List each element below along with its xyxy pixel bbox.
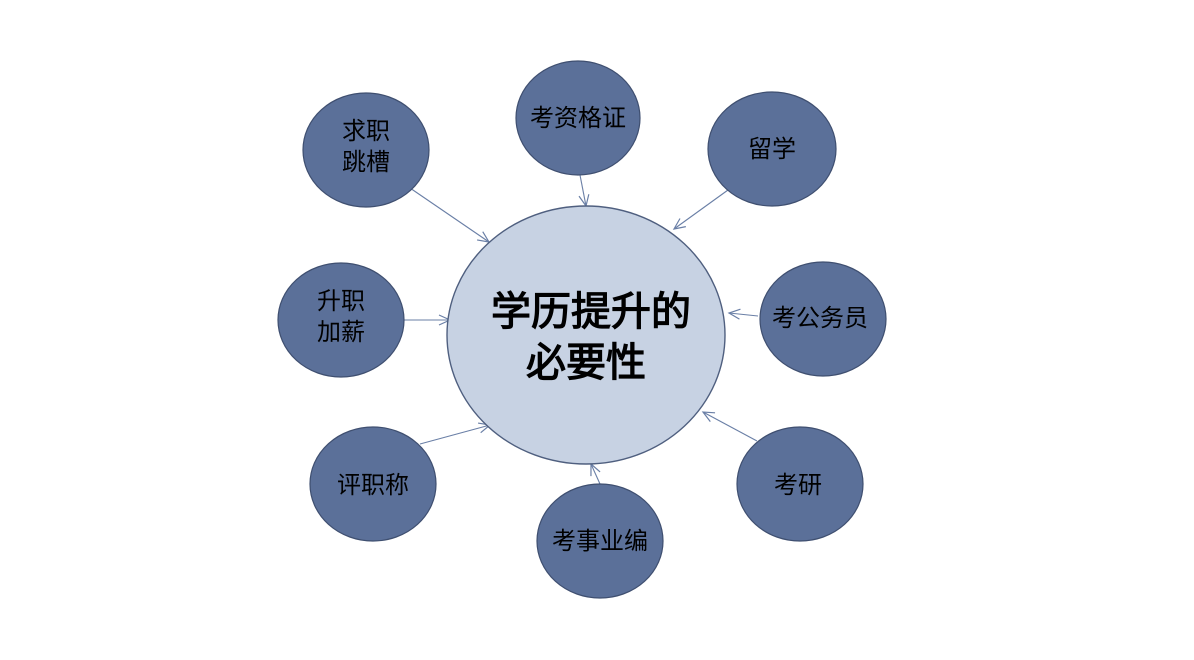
center-title-line-2: 必要性	[526, 340, 646, 386]
node-circle	[309, 426, 437, 542]
node-circle	[736, 426, 864, 542]
node-kao-shiyebian: 考事业编	[536, 483, 664, 599]
center-circle	[446, 205, 726, 465]
node-label-line-1: 考资格证	[530, 104, 626, 132]
arrow-liuxue	[672, 189, 729, 230]
node-label-line-2: 加薪	[317, 318, 365, 346]
node-shengzhi-jiaxin: 升职 加薪	[277, 262, 405, 378]
arrow-kaoyan	[701, 411, 758, 442]
node-ping-zhicheng: 评职称	[309, 426, 437, 542]
arrows	[403, 174, 759, 485]
arrow-kao-shiyebian	[590, 462, 601, 485]
node-label-line-1: 升职	[317, 287, 365, 315]
center-title-line-1: 学历提升的	[491, 289, 691, 335]
arrow-kao-gongwuyuan	[727, 308, 759, 320]
center-node: 学历提升的 必要性	[446, 205, 726, 465]
node-kao-gongwuyuan: 考公务员	[759, 261, 887, 377]
node-circle	[302, 92, 430, 208]
arrow-qiuzhi-tiaocao	[409, 187, 491, 243]
node-kao-zige-zheng: 考资格证	[515, 60, 641, 176]
node-circle	[536, 483, 664, 599]
arrow-kao-zige-zheng	[578, 174, 590, 208]
node-circle	[759, 261, 887, 377]
node-label-line-1: 考研	[774, 471, 822, 499]
node-qiuzhi-tiaocao: 求职 跳槽	[302, 92, 430, 208]
node-circle	[515, 60, 641, 176]
node-label-line-1: 留学	[748, 135, 796, 163]
node-label-line-1: 考公务员	[772, 304, 868, 332]
arrow-ping-zhicheng	[419, 422, 492, 445]
node-kaoyan: 考研	[736, 426, 864, 542]
node-circle	[277, 262, 405, 378]
node-liuxue: 留学	[707, 91, 837, 207]
node-circle	[707, 91, 837, 207]
node-label-line-1: 评职称	[337, 471, 409, 499]
node-label-line-1: 考事业编	[552, 527, 648, 555]
node-label-line-2: 跳槽	[342, 148, 390, 176]
node-label-line-1: 求职	[342, 117, 390, 145]
